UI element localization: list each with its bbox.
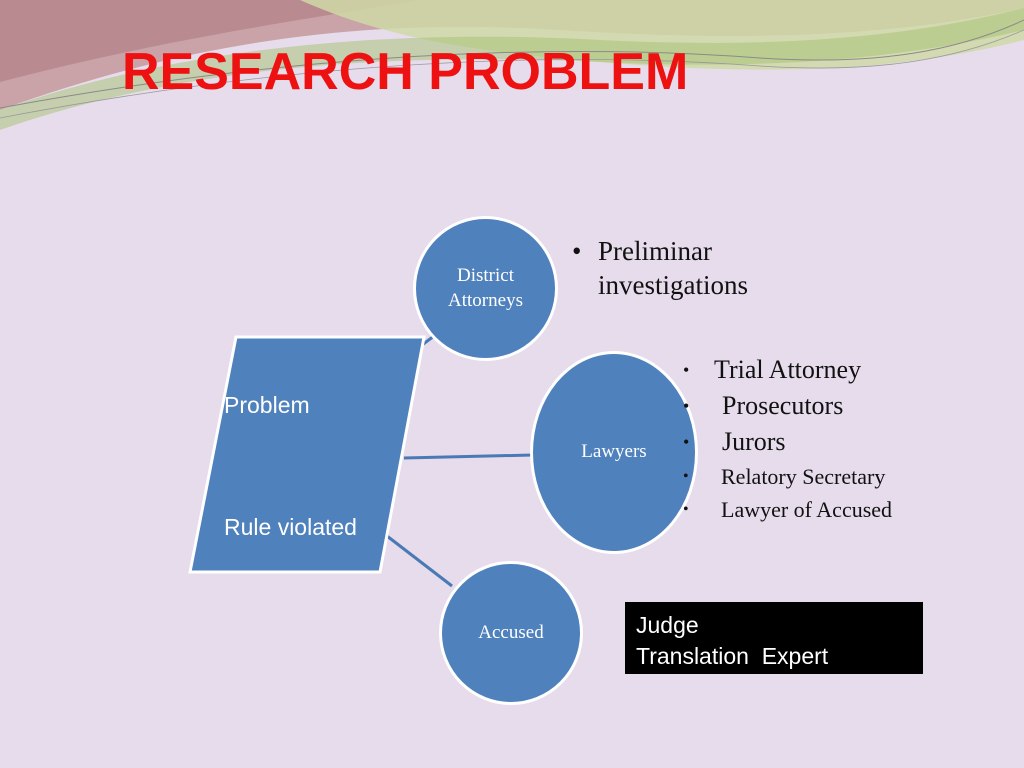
district-bullet-item: • Preliminar investigations — [572, 236, 748, 300]
judge-translation-box: Judge Translation Expert — [625, 602, 923, 674]
district-bullet-list: • Preliminar investigations — [572, 234, 748, 302]
translation-expert-label: Translation Expert — [636, 643, 829, 670]
lawyers-bullet-list: •Trial Attorney •Prosecutors •Jurors •Re… — [678, 352, 892, 526]
accused-label: Accused — [478, 621, 544, 643]
problem-label: Problem — [224, 392, 310, 418]
district-line1: District — [457, 264, 514, 286]
list-item: •Prosecutors — [683, 391, 844, 420]
node-lawyers: Lawyers — [530, 351, 698, 554]
district-bullet-line1: Preliminar — [598, 236, 712, 266]
district-line2: Attorneys — [448, 289, 523, 311]
slide-title: RESEARCH PROBLEM — [122, 43, 689, 101]
lawyers-label: Lawyers — [581, 441, 647, 463]
node-accused: Accused — [439, 561, 583, 705]
list-item: •Jurors — [683, 427, 786, 456]
district-bullet-line2: investigations — [598, 270, 748, 300]
list-item: •Lawyer of Accused — [683, 497, 893, 522]
node-district-attorneys: District Attorneys — [413, 216, 558, 361]
judge-label: Judge — [636, 612, 699, 638]
connector-lawyers — [403, 453, 534, 460]
rule-violated-label: Rule violated — [224, 514, 357, 540]
list-item: •Trial Attorney — [683, 355, 862, 384]
list-item: •Relatory Secretary — [683, 464, 886, 489]
connector-accused — [386, 534, 453, 588]
